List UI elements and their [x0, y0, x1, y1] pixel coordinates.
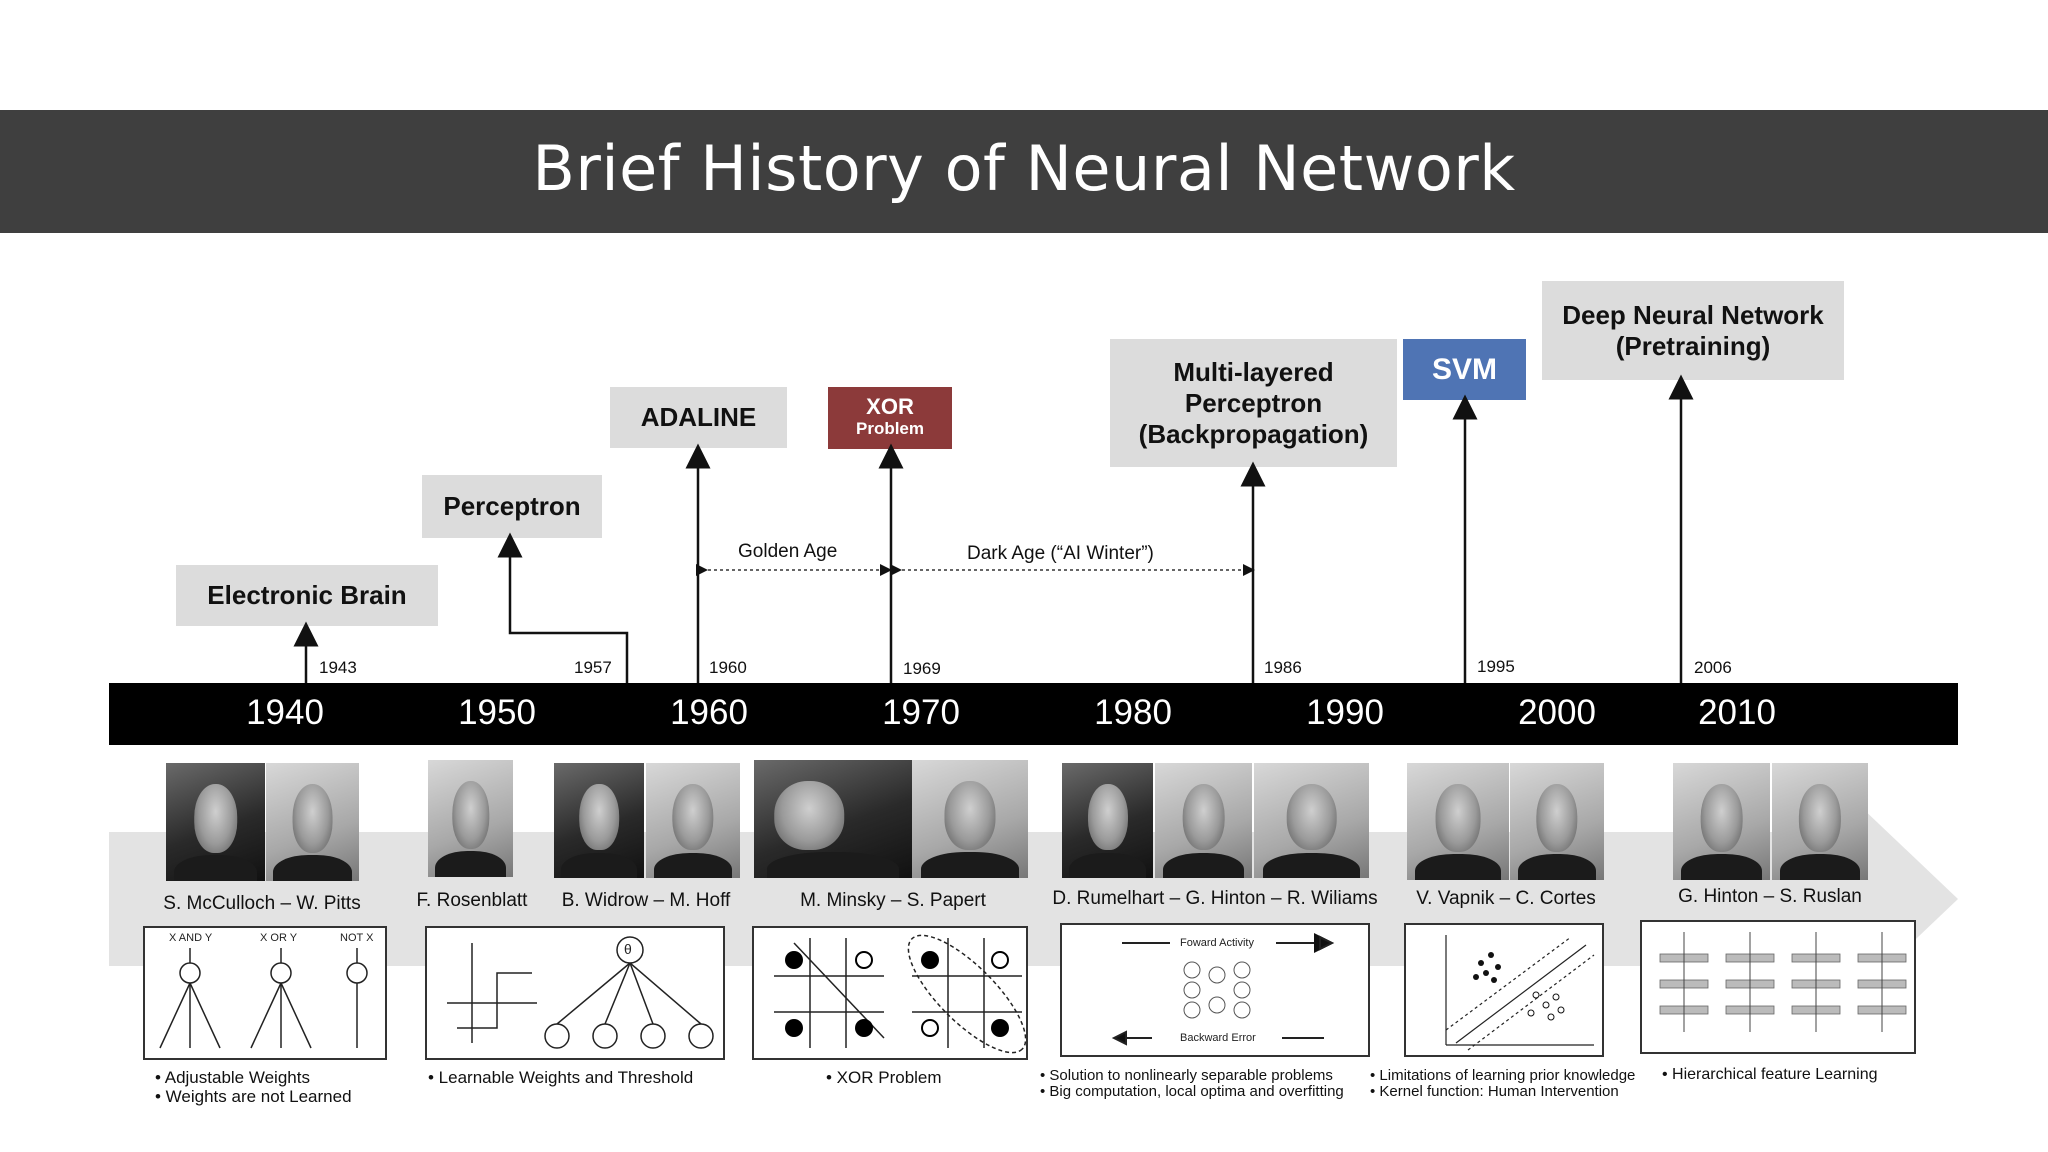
backward-error-label: Backward Error [1180, 1032, 1256, 1044]
era-adaline: ADALINE [610, 387, 787, 448]
backprop-network-icon [1111, 933, 1335, 1046]
decade-2000: 2000 [1518, 693, 1596, 732]
title-bar: Brief History of Neural Network [0, 110, 2048, 233]
people-rumelhart-hinton-williams: D. Rumelhart – G. Hinton – R. Wiliams [1052, 888, 1378, 909]
gate-networks-icon [159, 948, 368, 1049]
people-mcculloch-pitts: S. McCulloch – W. Pitts [163, 893, 361, 914]
people-minsky-papert: M. Minsky – S. Papert [800, 890, 986, 911]
golden-age-label: Golden Age [738, 541, 838, 562]
diagram-dnn [1640, 920, 1916, 1054]
bullet-kernel-function: • Kernel function: Human Intervention [1370, 1083, 1619, 1100]
event-year-1986: 1986 [1264, 658, 1302, 677]
forward-activity-label: Foward Activity [1180, 937, 1254, 949]
bullet-big-computation: • Big computation, local optima and over… [1040, 1083, 1344, 1100]
decade-1960: 1960 [670, 693, 748, 732]
gate-not-label: NOT X [340, 932, 374, 944]
event-year-1960: 1960 [709, 658, 747, 677]
portrait-hoff [646, 763, 740, 878]
bullet-xor-problem: • XOR Problem [826, 1068, 942, 1087]
portrait-cortes [1510, 763, 1604, 880]
era-dnn: Deep Neural Network (Pretraining) [1542, 281, 1844, 380]
portrait-vapnik [1407, 763, 1509, 880]
decade-1990: 1990 [1306, 693, 1384, 732]
bullet-learnable-weights: • Learnable Weights and Threshold [428, 1068, 694, 1087]
svm-plot-icon [1445, 935, 1595, 1051]
theta-label: θ [624, 941, 632, 957]
era-electronic-brain-label: Electronic Brain [207, 580, 407, 610]
gate-or-label: X OR Y [260, 932, 298, 944]
portrait-papert [912, 760, 1028, 878]
portrait-williams [1254, 763, 1369, 878]
era-xor-problem: XOR Problem [828, 387, 952, 449]
diagram-svm [1404, 923, 1604, 1057]
era-adaline-label: ADALINE [640, 402, 757, 432]
dnn-stack-icon [1659, 932, 1907, 1032]
era-xor-sub-label: Problem [855, 419, 925, 438]
people-widrow-hoff: B. Widrow – M. Hoff [561, 890, 731, 911]
people-hinton-ruslan: G. Hinton – S. Ruslan [1678, 886, 1862, 907]
decade-1970: 1970 [882, 693, 960, 732]
decade-1980: 1980 [1094, 693, 1172, 732]
bullet-prior-knowledge: • Limitations of learning prior knowledg… [1370, 1067, 1636, 1084]
era-perceptron-label: Perceptron [443, 491, 581, 521]
perceptron-network-icon [447, 936, 714, 1049]
era-svm-label: SVM [1431, 353, 1497, 386]
gate-and-label: X AND Y [169, 932, 213, 944]
bullet-nonlinear-solution: • Solution to nonlinearly separable prob… [1040, 1067, 1333, 1084]
portrait-rosenblatt [428, 760, 513, 877]
bullet-weights-not-learned: • Weights are not Learned [155, 1087, 352, 1106]
era-perceptron: Perceptron [422, 475, 602, 538]
people-vapnik-cortes: V. Vapnik – C. Cortes [1416, 888, 1596, 909]
portrait-hinton-2006 [1673, 763, 1770, 880]
era-electronic-brain: Electronic Brain [176, 565, 438, 626]
diagram-logic-gates: X AND Y X OR Y NOT X [143, 926, 387, 1060]
dark-age-label: Dark Age (“AI Winter”) [967, 543, 1154, 564]
era-mlp-label: Multi-layered Perceptron (Backpropagatio… [1138, 356, 1369, 449]
diagram-perceptron: θ [425, 926, 725, 1060]
bullet-hierarchical-learning: • Hierarchical feature Learning [1662, 1066, 1878, 1083]
portrait-mcculloch [166, 763, 265, 881]
event-year-1995: 1995 [1477, 657, 1515, 676]
decade-1950: 1950 [458, 693, 536, 732]
portrait-minsky [754, 760, 912, 878]
xor-plot-icon [774, 934, 1027, 1054]
era-mlp: Multi-layered Perceptron (Backpropagatio… [1110, 339, 1397, 467]
portrait-ruslan [1772, 763, 1868, 880]
decade-2010: 2010 [1698, 693, 1776, 732]
page-title: Brief History of Neural Network [532, 132, 1516, 205]
portrait-widrow [554, 763, 644, 878]
diagram-backprop: Foward Activity Backward Error [1060, 923, 1370, 1057]
portrait-rumelhart [1062, 763, 1153, 878]
event-year-1957: 1957 [574, 658, 612, 677]
decade-1940: 1940 [246, 693, 324, 732]
era-xor-label: XOR [866, 394, 914, 419]
people-rosenblatt: F. Rosenblatt [416, 890, 528, 911]
timeline-bar: 1940 1950 1960 1970 1980 1990 2000 2010 [109, 683, 1958, 745]
era-dnn-label: Deep Neural Network (Pretraining) [1562, 299, 1824, 361]
event-year-1969: 1969 [903, 659, 941, 678]
event-year-1943: 1943 [319, 658, 357, 677]
era-svm: SVM [1403, 339, 1526, 400]
diagram-xor [752, 926, 1028, 1060]
portrait-pitts [266, 763, 359, 881]
event-year-2006: 2006 [1694, 658, 1732, 677]
portrait-hinton-1986 [1155, 763, 1252, 878]
bullet-adjustable-weights: • Adjustable Weights [155, 1068, 310, 1087]
